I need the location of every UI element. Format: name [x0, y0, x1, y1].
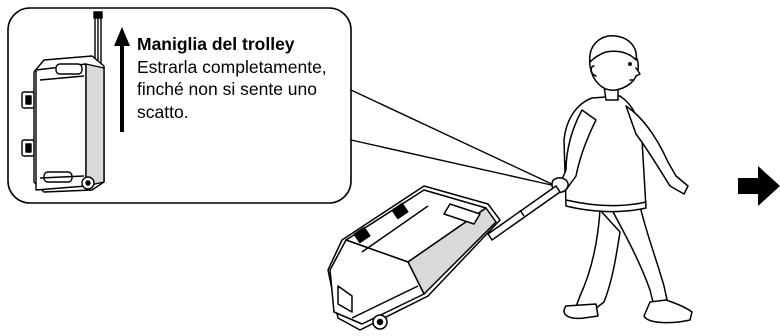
callout-title: Maniglia del trolley	[137, 34, 295, 54]
pull-up-arrow-icon	[114, 27, 130, 132]
next-step-arrow-icon	[738, 166, 780, 206]
trolley-handle	[486, 184, 562, 242]
tilted-case	[327, 185, 501, 331]
callout-text: Maniglia del trolley Estrarla completame…	[137, 33, 327, 123]
upright-case	[21, 11, 105, 193]
walking-person	[551, 35, 693, 324]
callout-leader	[350, 89, 557, 187]
callout-body: Estrarla completamente, finché non si se…	[137, 56, 327, 122]
